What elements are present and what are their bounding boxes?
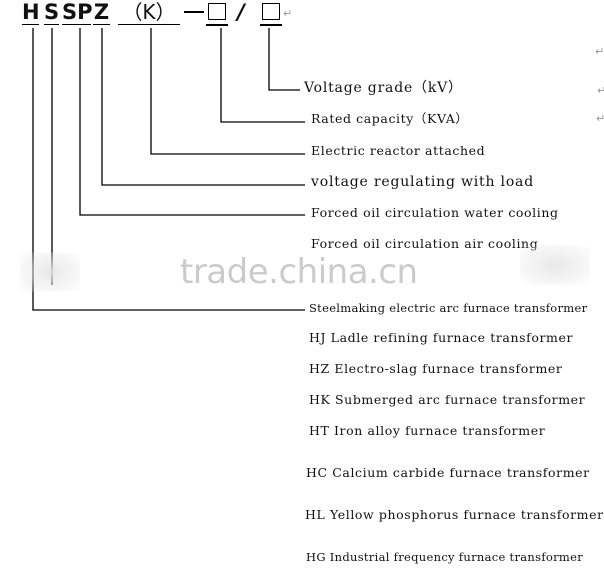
watermark-blur: [520, 245, 590, 285]
label-hg: HG Industrial frequency furnace transfor…: [306, 550, 584, 564]
label-forced-oil-water: Forced oil circulation water cooling: [311, 205, 559, 220]
voltage-underline: [260, 24, 282, 26]
code-slash: /: [237, 0, 245, 24]
label-reactor: Electric reactor attached: [311, 143, 486, 158]
connector-sp: [79, 28, 305, 216]
label-hl: HL Yellow phosphorus furnace transformer: [305, 507, 604, 522]
capacity-underline: [206, 24, 228, 26]
return-mark-icon: ↵: [597, 84, 604, 97]
code-k: （K）: [118, 0, 180, 25]
connector-h: [32, 28, 305, 311]
label-voltage-regulating: voltage regulating with load: [311, 174, 534, 190]
label-rated-capacity: Rated capacity（KVA）: [311, 111, 469, 126]
connector-capacity: [220, 28, 305, 123]
return-mark-icon: ↵: [596, 112, 604, 125]
connector-k: [150, 28, 305, 155]
label-voltage-grade: Voltage grade（kV）: [304, 80, 463, 96]
label-hk: HK Submerged arc furnace transformer: [309, 392, 586, 407]
label-ht: HT Iron alloy furnace transformer: [309, 423, 546, 438]
code-z: Z: [93, 0, 110, 25]
label-steelmaking: Steelmaking electric arc furnace transfo…: [309, 301, 588, 315]
watermark: trade.china.cn: [180, 252, 418, 292]
code-s: S: [44, 0, 60, 25]
connector-voltage: [268, 28, 300, 91]
label-hj: HJ Ladle refining furnace transformer: [309, 330, 574, 345]
watermark-blur: [20, 252, 80, 292]
code-sp: SP: [62, 0, 93, 25]
code-dash: [184, 11, 204, 13]
return-mark-icon: ↵: [283, 7, 293, 20]
connector-z: [101, 28, 305, 186]
label-hz: HZ Electro-slag furnace transformer: [309, 361, 563, 376]
code-h: H: [22, 0, 40, 25]
label-hc: HC Calcium carbide furnace transformer: [306, 465, 590, 480]
capacity-box: [208, 3, 226, 20]
return-mark-icon: ↵: [595, 45, 604, 58]
label-forced-oil-air: Forced oil circulation air cooling: [311, 236, 539, 251]
voltage-box: [262, 3, 280, 20]
